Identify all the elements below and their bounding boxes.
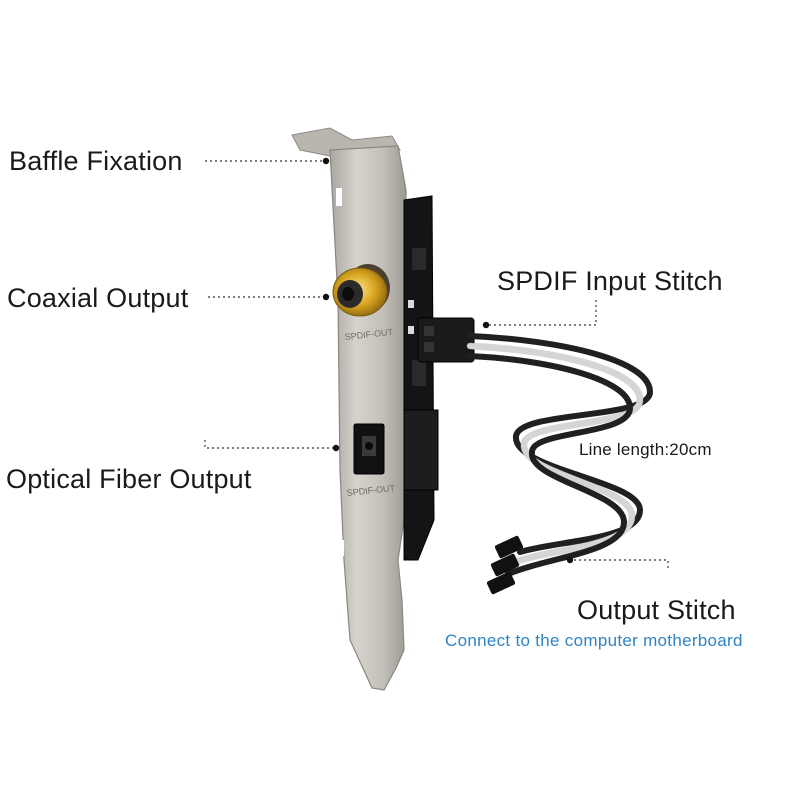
cable-bundle: [466, 333, 654, 577]
pcb-pad: [408, 326, 414, 334]
pcb-pad: [408, 300, 414, 308]
label-connect-motherboard: Connect to the computer motherboard: [445, 631, 743, 650]
spdif-input-header: [417, 317, 475, 363]
label-output-stitch: Output Stitch: [577, 595, 736, 625]
bracket-plate: [329, 145, 407, 691]
optical-port: [353, 423, 385, 475]
label-optical-fiber-output: Optical Fiber Output: [6, 464, 252, 494]
coaxial-jack: [332, 264, 390, 317]
pcb-chip: [412, 248, 426, 270]
label-spdif-input-stitch: SPDIF Input Stitch: [497, 266, 723, 296]
output-connectors: [486, 535, 524, 595]
bracket-notch: [336, 188, 342, 206]
optical-housing-back: [403, 409, 439, 491]
label-line-length: Line length:20cm: [579, 440, 712, 459]
bracket-notch: [338, 540, 344, 556]
label-coaxial-output: Coaxial Output: [7, 283, 189, 313]
pcb-chip: [412, 360, 426, 386]
label-baffle-fixation: Baffle Fixation: [9, 146, 183, 176]
leader-dots: [322, 157, 574, 564]
leader-lines: [204, 160, 669, 568]
